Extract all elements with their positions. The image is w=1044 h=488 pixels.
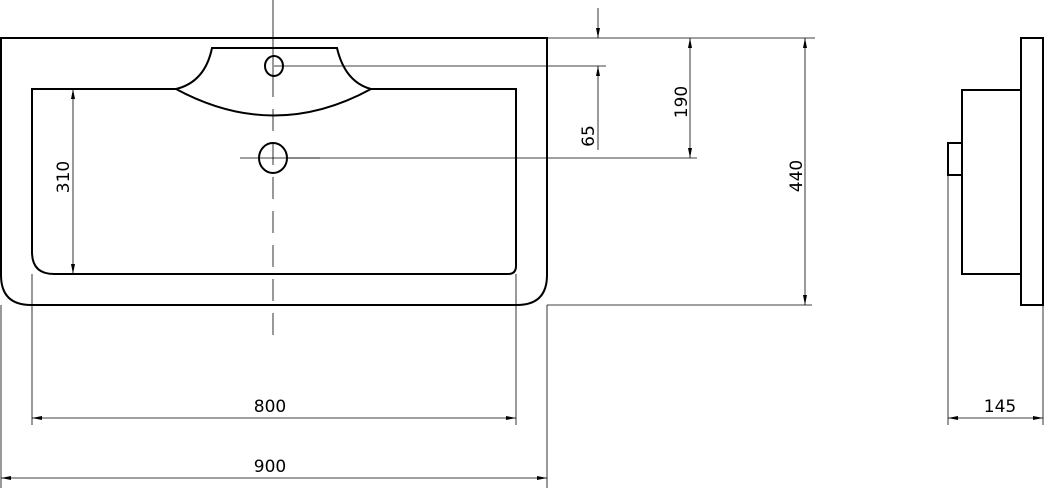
dimension-lines <box>1 8 1043 480</box>
dim-label-310: 310 <box>54 161 74 193</box>
dim-label-65: 65 <box>579 125 599 147</box>
bowl-front-arc <box>175 88 372 117</box>
dim-label-145: 145 <box>984 397 1016 417</box>
top-view <box>0 0 548 335</box>
bowl-outline <box>31 47 517 275</box>
side-bowl <box>961 89 1022 275</box>
basin-outline <box>0 37 548 306</box>
dim-label-440: 440 <box>787 160 807 192</box>
side-plate <box>1020 37 1044 306</box>
dim-label-900: 900 <box>254 457 286 477</box>
extension-lines <box>0 37 1044 488</box>
dim-label-190: 190 <box>672 86 692 118</box>
side-drain <box>947 142 963 176</box>
dim-label-800: 800 <box>254 397 286 417</box>
side-view <box>947 37 1044 306</box>
